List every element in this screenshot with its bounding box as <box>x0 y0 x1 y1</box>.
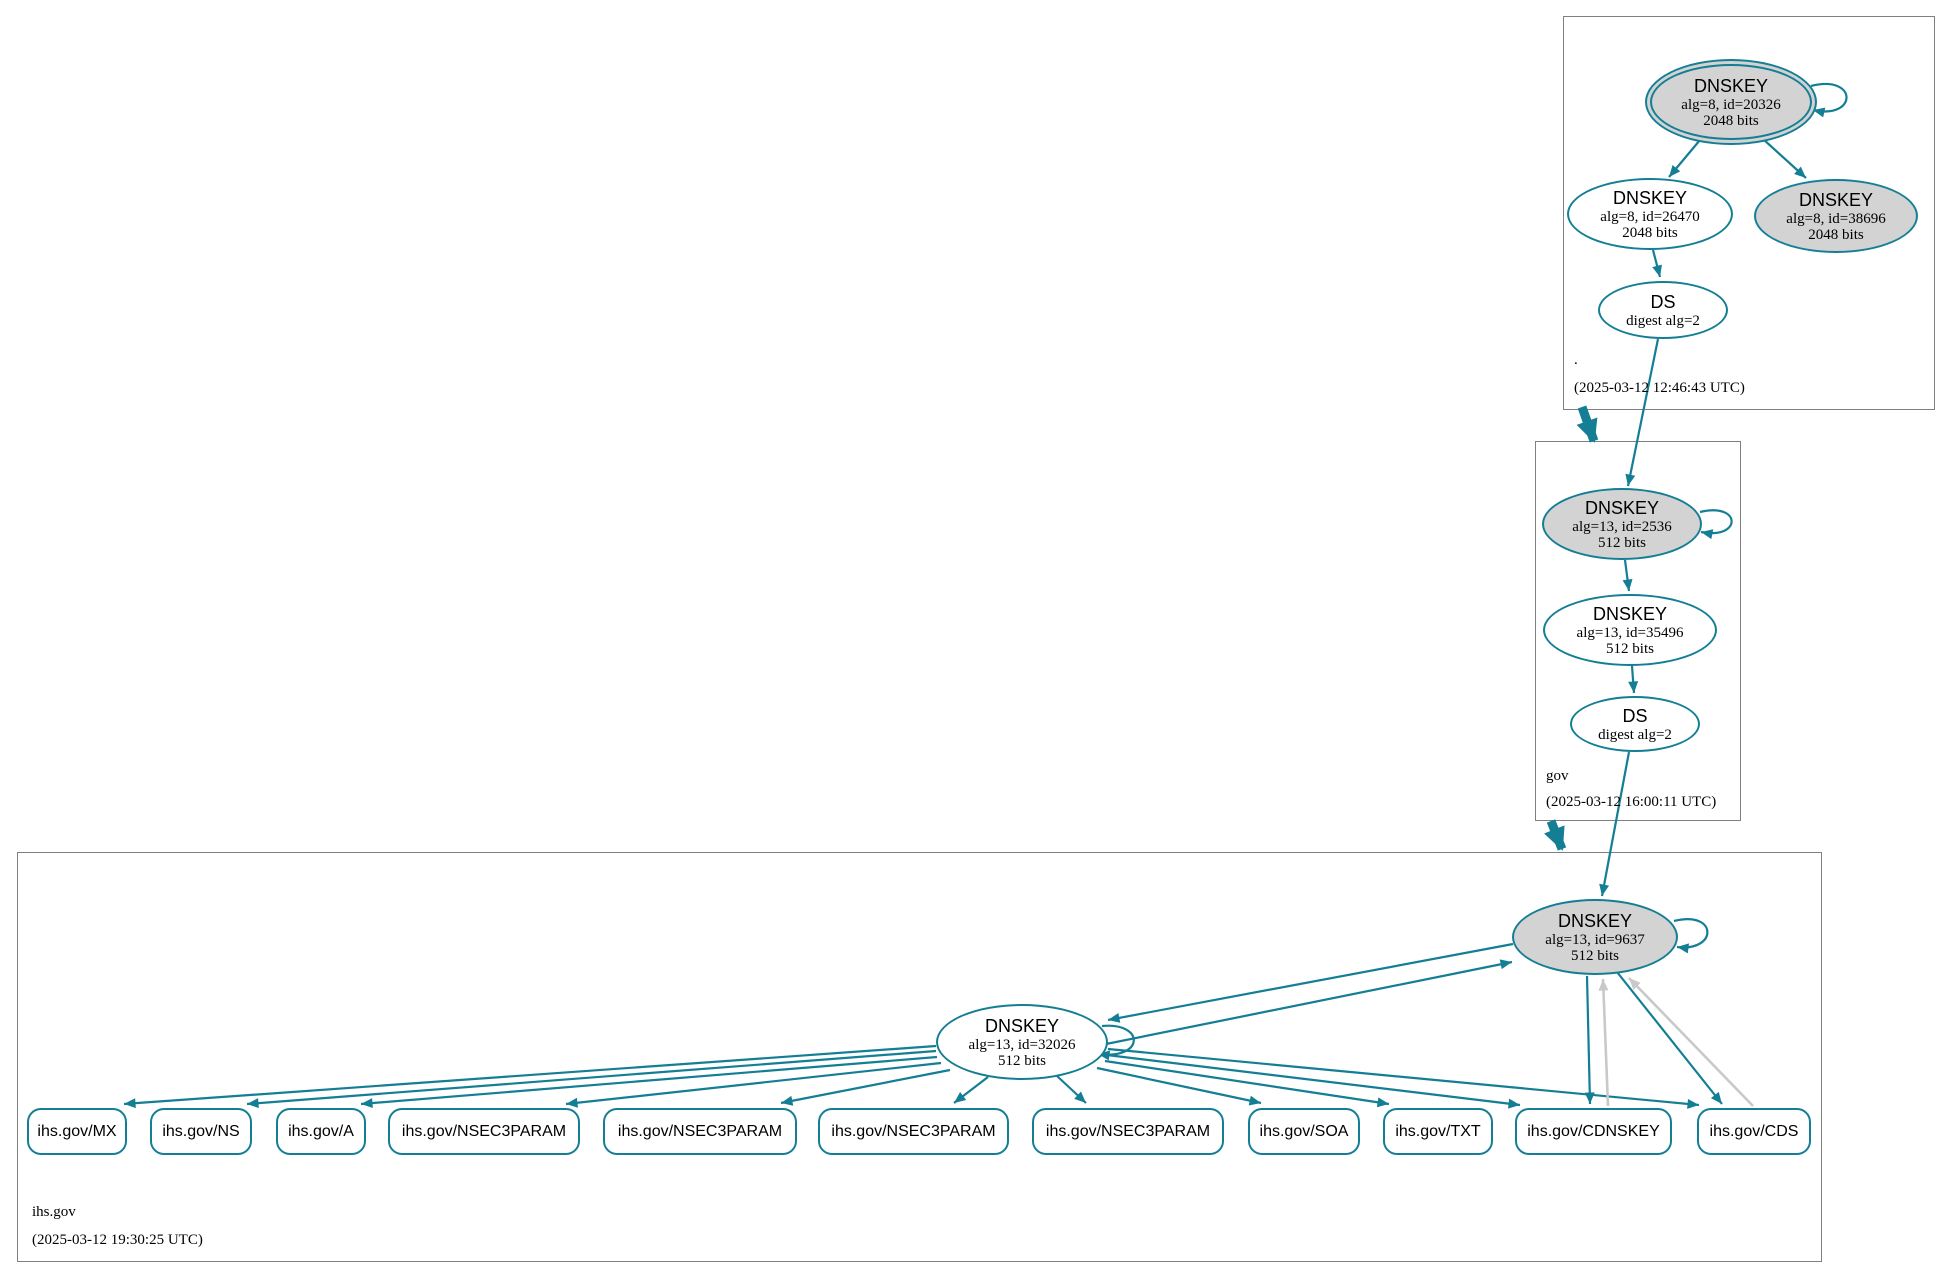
node-bits: 512 bits <box>998 1052 1046 1069</box>
edge-zsk-to-cds <box>1107 1047 1700 1109</box>
node-title: DS <box>1622 705 1648 726</box>
edge-zsk-to-nsec3param-2 <box>780 1068 951 1106</box>
node-bits: 512 bits <box>1606 640 1654 657</box>
zone-name-gov: gov <box>1546 768 1569 784</box>
rrset-label: ihs.gov/NS <box>162 1122 240 1140</box>
dnskey-node-gov-zsk[interactable]: DNSKEY alg=13, id=35496 512 bits <box>1543 594 1717 666</box>
edge-delegation-root-to-gov <box>1576 405 1599 443</box>
rrset-label: ihs.gov/NSEC3PARAM <box>617 1122 783 1140</box>
rrset-label: ihs.gov/MX <box>37 1122 117 1140</box>
dnskey-node-root-ksk[interactable]: DNSKEY alg=8, id=20326 2048 bits <box>1645 59 1817 145</box>
node-alg-id: alg=13, id=9637 <box>1545 931 1645 948</box>
rrset-label: ihs.gov/NSEC3PARAM <box>1045 1122 1211 1140</box>
dnskey-node-gov-ksk[interactable]: DNSKEY alg=13, id=2536 512 bits <box>1542 488 1702 560</box>
node-alg-id: alg=13, id=35496 <box>1576 624 1684 641</box>
edge-ihs-zsk-to-ksk <box>1105 959 1513 1046</box>
edge-gov-ds-to-ihs-ksk <box>1599 751 1631 897</box>
node-title: DNSKEY <box>1798 189 1874 210</box>
edge-root-ksk-to-zsk <box>1668 139 1701 178</box>
ihs-zone-edges <box>123 918 1723 1109</box>
rrset-label: ihs.gov/A <box>288 1122 354 1140</box>
node-title: DNSKEY <box>1612 187 1688 208</box>
dnskey-node-root-zsk[interactable]: DNSKEY alg=8, id=26470 2048 bits <box>1567 178 1733 250</box>
rrset-ihs-gov-cds[interactable]: ihs.gov/CDS <box>1697 1108 1811 1155</box>
zone-box-root <box>1563 16 1935 410</box>
rrset-ihs-gov-ns[interactable]: ihs.gov/NS <box>150 1108 252 1155</box>
ihs-gray-edges <box>1598 977 1754 1107</box>
rrset-label: ihs.gov/NSEC3PARAM <box>831 1122 996 1140</box>
edge-ihs-ksk-to-zsk <box>1107 942 1514 1023</box>
zone-timestamp-root: (2025-03-12 12:46:43 UTC) <box>1574 380 1745 396</box>
rrset-ihs-gov-mx[interactable]: ihs.gov/MX <box>27 1108 127 1155</box>
edge-zsk-to-ns <box>246 1049 937 1109</box>
node-title: DNSKEY <box>1592 603 1668 624</box>
edge-zsk-to-soa <box>1096 1066 1262 1106</box>
dnskey-node-root-ksk2[interactable]: DNSKEY alg=8, id=38696 2048 bits <box>1754 179 1918 253</box>
edge-zsk-to-mx <box>123 1044 937 1109</box>
root-zone-edges <box>1576 83 1848 487</box>
node-alg-id: alg=13, id=32026 <box>968 1036 1076 1053</box>
zone-box-ihs-gov <box>17 852 1822 1262</box>
edge-cds-to-ksk-gray <box>1628 977 1754 1107</box>
node-digest: digest alg=2 <box>1598 726 1672 743</box>
node-bits: 512 bits <box>1598 534 1646 551</box>
node-alg-id: alg=8, id=38696 <box>1786 210 1886 227</box>
node-bits: 2048 bits <box>1622 224 1678 241</box>
rrset-label: ihs.gov/TXT <box>1395 1122 1481 1140</box>
ds-node-root[interactable]: DS digest alg=2 <box>1598 281 1728 339</box>
node-title: DNSKEY <box>1693 75 1769 96</box>
edge-root-zsk-to-ds <box>1651 249 1662 278</box>
zone-timestamp-gov: (2025-03-12 16:00:11 UTC) <box>1546 794 1717 810</box>
edge-zsk-to-txt <box>1104 1059 1390 1108</box>
edge-ihs-zsk-selfloop <box>1097 1024 1135 1061</box>
edge-ksk-to-cdnskey <box>1584 975 1595 1105</box>
rrset-ihs-gov-cdnskey[interactable]: ihs.gov/CDNSKEY <box>1515 1108 1672 1155</box>
edge-delegation-gov-to-ihs <box>1544 819 1567 851</box>
node-title: DNSKEY <box>1557 910 1633 931</box>
ds-node-gov[interactable]: DS digest alg=2 <box>1570 696 1700 752</box>
edge-ihs-ksk-selfloop <box>1673 918 1709 954</box>
rrset-ihs-gov-txt[interactable]: ihs.gov/TXT <box>1383 1108 1493 1155</box>
edge-root-ksk-selfloop <box>1810 83 1848 118</box>
edge-zsk-to-nsec3param-1 <box>565 1061 942 1108</box>
rrset-label: ihs.gov/SOA <box>1259 1122 1349 1140</box>
rrset-label: ihs.gov/CDS <box>1709 1122 1799 1140</box>
edge-zsk-to-a <box>360 1055 938 1109</box>
node-title: DS <box>1650 291 1676 312</box>
node-alg-id: alg=8, id=20326 <box>1681 96 1781 113</box>
node-bits: 512 bits <box>1571 947 1619 964</box>
rrset-ihs-gov-nsec3param-1[interactable]: ihs.gov/NSEC3PARAM <box>388 1108 580 1155</box>
rrset-label: ihs.gov/CDNSKEY <box>1527 1122 1660 1140</box>
edge-ksk-to-cds <box>1616 971 1723 1105</box>
rrset-ihs-gov-a[interactable]: ihs.gov/A <box>276 1108 366 1155</box>
gov-zone-edges <box>1544 509 1733 897</box>
zone-name-ihs-gov: ihs.gov <box>32 1204 76 1220</box>
dnskey-node-ihs-ksk[interactable]: DNSKEY alg=13, id=9637 512 bits <box>1512 899 1678 975</box>
node-bits: 2048 bits <box>1703 112 1759 129</box>
rrset-ihs-gov-nsec3param-3[interactable]: ihs.gov/NSEC3PARAM <box>818 1108 1009 1155</box>
edge-cdnskey-to-ksk-gray <box>1598 978 1610 1107</box>
rrset-ihs-gov-nsec3param-2[interactable]: ihs.gov/NSEC3PARAM <box>603 1108 797 1155</box>
edge-gov-ksk-to-zsk <box>1622 559 1633 592</box>
node-title: DNSKEY <box>984 1015 1060 1036</box>
zone-timestamp-ihs-gov: (2025-03-12 19:30:25 UTC) <box>32 1232 203 1248</box>
edge-zsk-to-cdnskey <box>1106 1053 1521 1109</box>
node-bits: 2048 bits <box>1808 226 1864 243</box>
rrset-label: ihs.gov/NSEC3PARAM <box>401 1122 567 1140</box>
zone-name-root: . <box>1574 352 1578 368</box>
edge-gov-zsk-to-ds <box>1628 665 1639 694</box>
node-title: DNSKEY <box>1584 497 1660 518</box>
rrset-ihs-gov-soa[interactable]: ihs.gov/SOA <box>1248 1108 1360 1155</box>
edge-zsk-to-nsec3param-4 <box>1056 1075 1087 1104</box>
edge-root-ds-to-gov-ksk <box>1625 338 1660 487</box>
node-alg-id: alg=8, id=26470 <box>1600 208 1700 225</box>
dnskey-node-ihs-zsk[interactable]: DNSKEY alg=13, id=32026 512 bits <box>936 1004 1108 1080</box>
node-alg-id: alg=13, id=2536 <box>1572 518 1672 535</box>
edge-zsk-to-nsec3param-3 <box>953 1076 989 1104</box>
node-digest: digest alg=2 <box>1626 312 1700 329</box>
rrset-ihs-gov-nsec3param-4[interactable]: ihs.gov/NSEC3PARAM <box>1032 1108 1224 1155</box>
edge-gov-ksk-selfloop <box>1699 509 1733 540</box>
edge-root-ksk-to-ksk2 <box>1762 138 1807 179</box>
